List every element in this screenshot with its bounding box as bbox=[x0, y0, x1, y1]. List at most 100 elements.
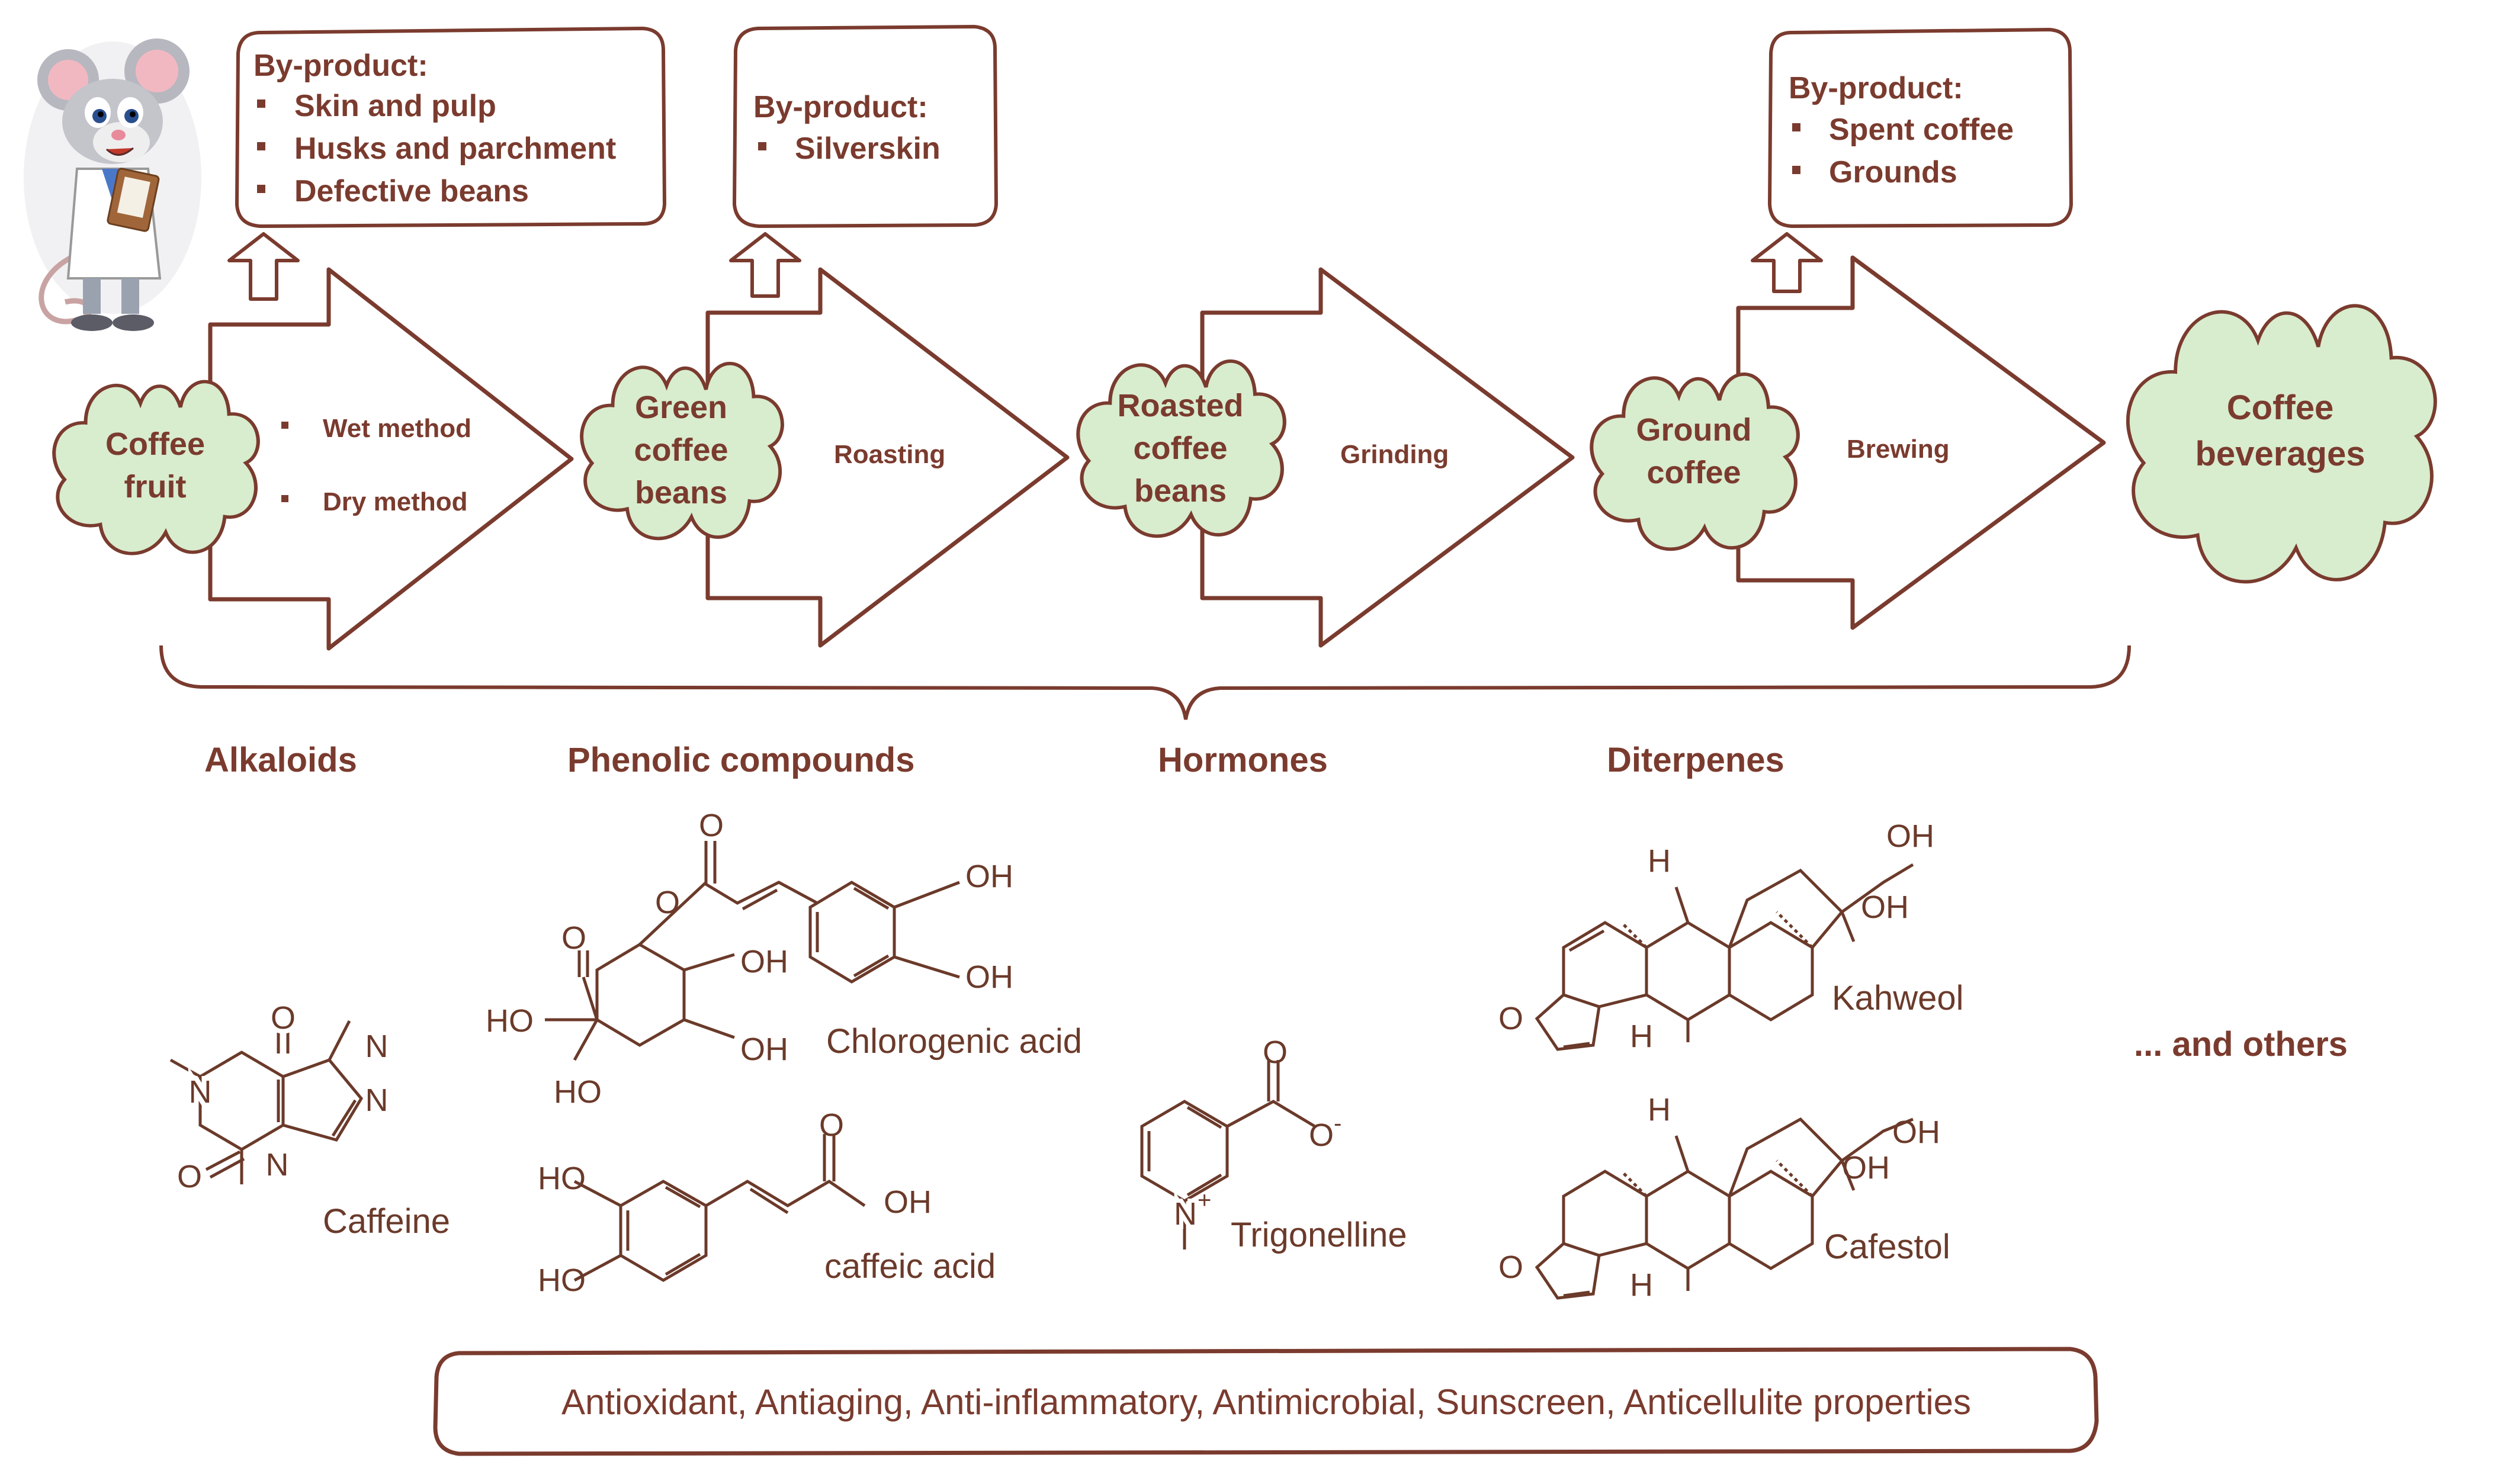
trigonelline-atoms: O O - N + bbox=[1170, 1035, 1341, 1236]
stage-coffee-beverages: Coffee beverages bbox=[2128, 306, 2435, 582]
atom-label: OH bbox=[740, 1032, 788, 1067]
stage-label: coffee bbox=[1646, 455, 1741, 490]
atom-label: O bbox=[271, 1000, 296, 1036]
atom-label: OH bbox=[1861, 889, 1909, 925]
chlorogenic-acid-atoms: O O OH OH OH OH O HO HO bbox=[486, 808, 1013, 1110]
byproduct-title: By-product: bbox=[253, 49, 428, 83]
stage-label: beans bbox=[635, 475, 727, 510]
compound-caffeic-acid: caffeic acid bbox=[824, 1247, 996, 1286]
hollow-right-arrow-icon bbox=[1200, 267, 1575, 648]
atom-label: OH bbox=[740, 944, 788, 979]
stage-coffee-fruit: Coffee fruit bbox=[54, 381, 258, 553]
atom-label: H bbox=[1648, 843, 1671, 879]
atom-label: OH bbox=[965, 859, 1013, 894]
atom-label: HO bbox=[486, 1003, 534, 1039]
stage-ground-coffee: Ground coffee bbox=[1591, 374, 1798, 549]
trigonelline-structure bbox=[1140, 1060, 1316, 1249]
square-bullet-icon bbox=[1792, 123, 1800, 131]
atom-label: O bbox=[1498, 1001, 1523, 1036]
process-grinding: Grinding bbox=[1340, 440, 1449, 469]
stage-label: Green bbox=[635, 390, 727, 425]
compound-cafestol: Cafestol bbox=[1824, 1228, 1950, 1266]
square-bullet-icon bbox=[257, 185, 265, 193]
atom-label: O bbox=[1498, 1249, 1523, 1285]
atom-label: N bbox=[365, 1029, 389, 1064]
kahweol-atoms: O H H OH OH bbox=[1498, 818, 1934, 1054]
process-arrows bbox=[208, 255, 2106, 651]
atom-label: O bbox=[819, 1107, 844, 1143]
atom-label: OH bbox=[884, 1184, 932, 1220]
category-phenolic-compounds: Phenolic compounds bbox=[567, 741, 915, 779]
atom-label: O bbox=[1263, 1035, 1288, 1070]
caffeic-acid-structure bbox=[573, 1134, 866, 1282]
cafestol-structure bbox=[1535, 1117, 1914, 1300]
atom-label: OH bbox=[1842, 1150, 1890, 1186]
square-bullet-icon bbox=[281, 422, 288, 429]
stage-label: beans bbox=[1134, 473, 1227, 509]
atom-label: HO bbox=[538, 1161, 586, 1196]
stage-label: coffee bbox=[634, 432, 728, 468]
caffeine-atoms: O N N O N N bbox=[172, 995, 393, 1199]
process-roasting: Roasting bbox=[834, 440, 945, 469]
byproduct-item: Defective beans bbox=[294, 174, 529, 208]
atom-label: H bbox=[1630, 1267, 1653, 1303]
byproduct-title: By-product: bbox=[1789, 71, 1963, 105]
kahweol-structure bbox=[1535, 863, 1914, 1051]
hollow-right-arrow-icon bbox=[208, 267, 574, 651]
caffeine-structure bbox=[169, 1020, 364, 1184]
hollow-up-arrow-icon bbox=[227, 232, 300, 301]
byproduct-box-2: By-product: Silverskin bbox=[732, 24, 999, 229]
category-hormones: Hormones bbox=[1158, 741, 1328, 779]
atom-label: O bbox=[655, 885, 680, 920]
square-bullet-icon bbox=[257, 142, 265, 150]
byproduct-box-frame bbox=[732, 24, 999, 229]
properties-box: Antioxidant, Antiaging, Anti-inflammator… bbox=[433, 1347, 2099, 1456]
byproduct-up-arrows bbox=[227, 232, 1823, 301]
stage-label: Coffee bbox=[2227, 388, 2333, 427]
byproduct-box-frame bbox=[235, 26, 667, 229]
atom-label: - bbox=[1334, 1110, 1341, 1136]
hollow-right-arrow-icon bbox=[1736, 255, 2106, 630]
byproduct-box-1: By-product: Skin and pulp Husks and parc… bbox=[235, 26, 667, 229]
atom-label: O bbox=[1309, 1117, 1334, 1153]
category-diterpenes: Diterpenes bbox=[1607, 741, 1784, 779]
stage-label: coffee bbox=[1133, 431, 1227, 466]
stage-label: beverages bbox=[2196, 435, 2365, 473]
atom-label: OH bbox=[1892, 1114, 1940, 1150]
compound-chlorogenic-acid: Chlorogenic acid bbox=[826, 1022, 1082, 1061]
stage-label: Coffee bbox=[105, 426, 205, 462]
and-others-label: ... and others bbox=[2134, 1025, 2348, 1064]
square-bullet-icon bbox=[281, 495, 288, 502]
scientist-mouse-icon bbox=[24, 38, 201, 331]
byproduct-item: Spent coffee bbox=[1829, 113, 2014, 147]
atom-label: O bbox=[177, 1159, 202, 1194]
process-labels: Wet method Dry method Roasting Grinding … bbox=[281, 414, 1950, 516]
atom-label: N bbox=[365, 1083, 389, 1118]
square-bullet-icon bbox=[758, 142, 766, 150]
stage-roasted-coffee-beans: Roasted coffee beans bbox=[1078, 361, 1284, 536]
stage-label: Roasted bbox=[1117, 388, 1243, 423]
properties-text: Antioxidant, Antiaging, Anti-inflammator… bbox=[561, 1382, 1971, 1422]
caffeic-acid-atoms: O OH HO HO bbox=[538, 1107, 932, 1298]
process-wet-method: Wet method bbox=[323, 414, 471, 443]
atom-label: N bbox=[266, 1147, 289, 1183]
square-bullet-icon bbox=[1792, 166, 1800, 174]
hollow-right-arrow-icon bbox=[705, 267, 1070, 648]
compound-categories: Alkaloids Phenolic compounds Hormones Di… bbox=[204, 741, 1784, 779]
byproduct-box-3: By-product: Spent coffee Grounds bbox=[1767, 27, 2073, 229]
stage-label: Ground bbox=[1636, 412, 1752, 448]
stage-green-coffee-beans: Green coffee beans bbox=[582, 364, 782, 538]
atom-label: OH bbox=[1886, 818, 1934, 854]
hollow-up-arrow-icon bbox=[729, 232, 801, 298]
atom-label: HO bbox=[538, 1263, 586, 1298]
atom-label: H bbox=[1648, 1092, 1671, 1128]
hollow-up-arrow-icon bbox=[1751, 232, 1823, 293]
byproduct-item: Silverskin bbox=[795, 131, 941, 166]
square-bullet-icon bbox=[257, 99, 265, 108]
chlorogenic-acid-structure bbox=[545, 841, 960, 1061]
atom-label: OH bbox=[965, 959, 1013, 995]
curly-brace bbox=[159, 645, 2131, 720]
atom-label: + bbox=[1198, 1187, 1211, 1213]
atom-label: N bbox=[1174, 1196, 1197, 1232]
